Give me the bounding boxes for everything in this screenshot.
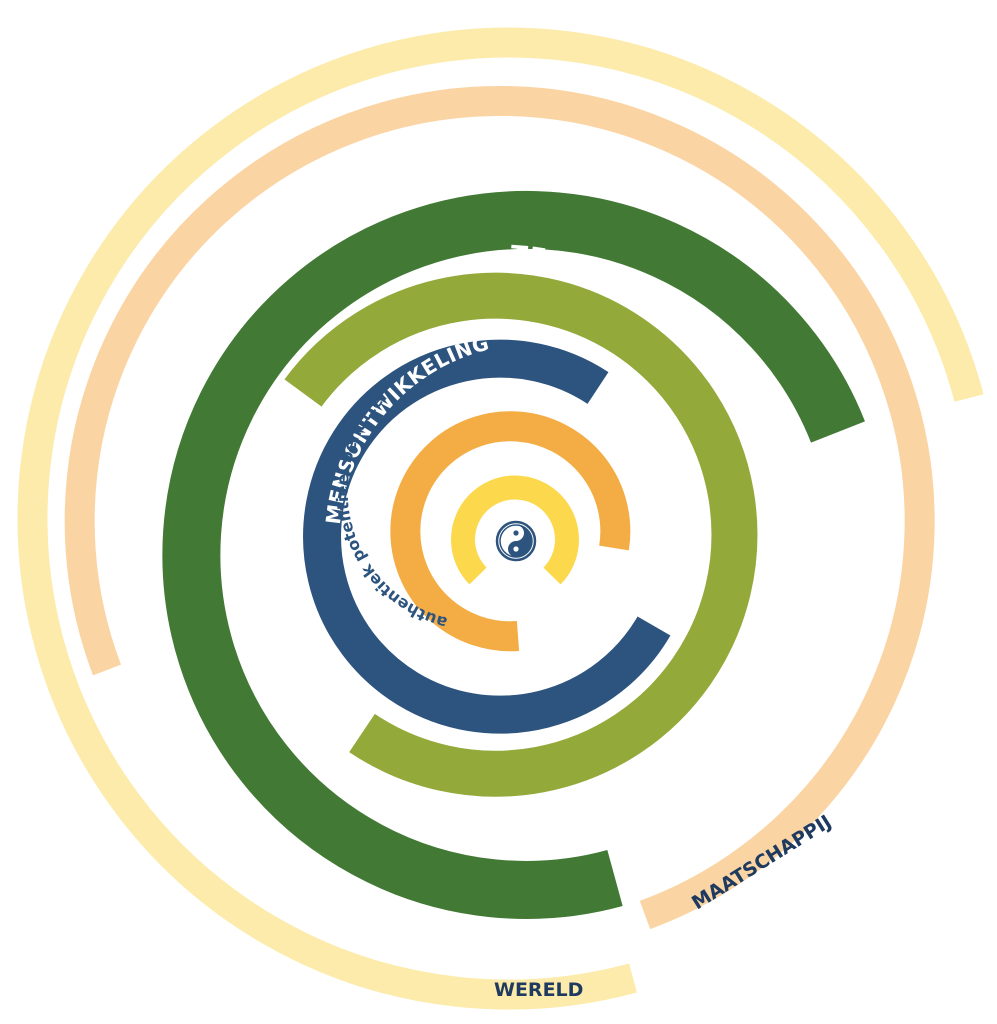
maatschappij-ring	[64, 85, 935, 930]
teamontwikkeling-ring	[284, 272, 758, 797]
kern-ring	[451, 475, 579, 585]
wereld-label: WERELD	[494, 979, 583, 1001]
yin-yang-icon	[494, 519, 538, 563]
wereld-ring	[17, 27, 984, 1010]
mensontwikkeling-ring	[303, 339, 671, 734]
organisatieontwikkeling-ring	[162, 191, 865, 919]
authentiek-potentieel-ring	[390, 411, 631, 652]
maatschappij-label: MAATSCHAPPIJ	[688, 811, 835, 914]
